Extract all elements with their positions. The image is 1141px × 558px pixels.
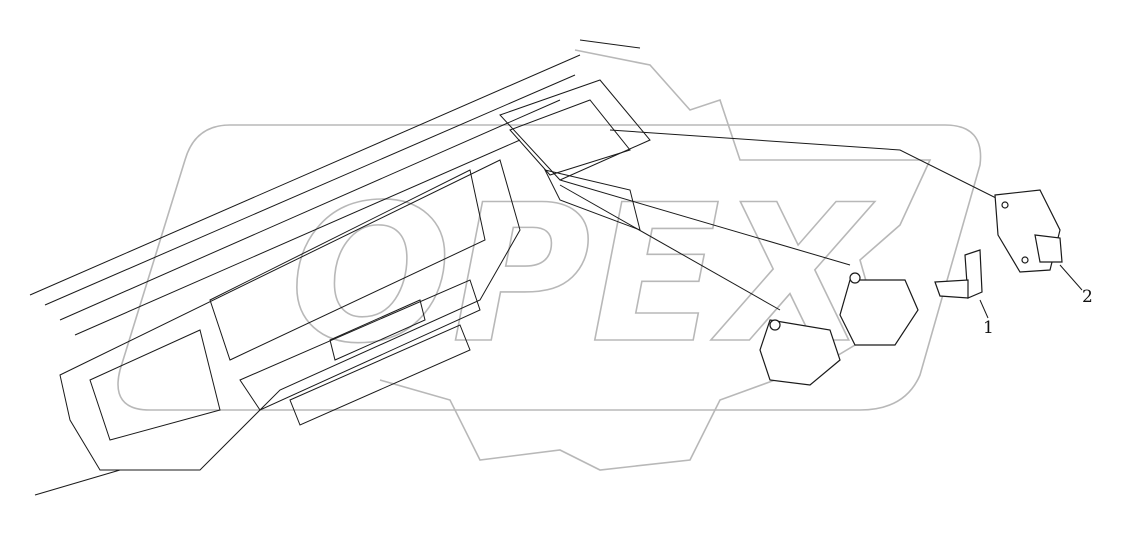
- horn-left: [759, 319, 841, 386]
- callout-label-1: 1: [983, 318, 994, 338]
- leader-lines: [559, 129, 1083, 319]
- relay-bracket-part-1: [934, 249, 983, 299]
- relay-module-part-2: [994, 189, 1063, 273]
- callout-label-2: 2: [1082, 287, 1093, 307]
- dashboard-drawing: [29, 39, 651, 496]
- horn-right: [839, 272, 919, 346]
